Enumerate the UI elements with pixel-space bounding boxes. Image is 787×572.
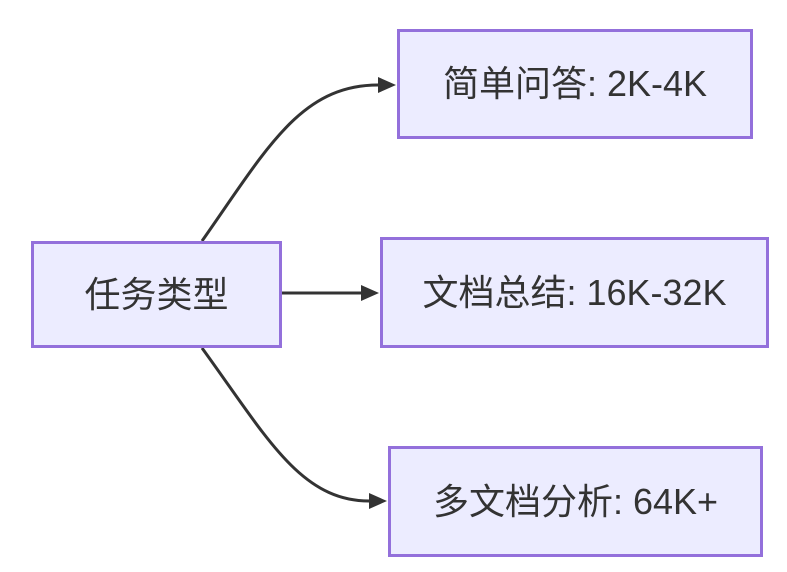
node-doc-summary-label: 文档总结: 16K-32K — [422, 271, 727, 313]
node-multi-doc: 多文档分析: 64K+ — [388, 446, 763, 557]
node-task-type-label: 任务类型 — [84, 273, 229, 315]
edge-task-type-to-multi-doc — [200, 347, 370, 503]
node-multi-doc-label: 多文档分析: 64K+ — [432, 480, 719, 522]
arrowhead-multi-doc — [369, 493, 387, 509]
node-simple-qa-label: 简单问答: 2K-4K — [442, 63, 708, 105]
edge-task-type-to-simple-qa — [200, 83, 379, 242]
node-simple-qa: 简单问答: 2K-4K — [397, 29, 753, 139]
arrowhead-doc-summary — [361, 285, 379, 301]
node-doc-summary: 文档总结: 16K-32K — [380, 237, 769, 348]
node-task-type: 任务类型 — [31, 241, 282, 348]
arrowhead-simple-qa — [378, 77, 396, 93]
